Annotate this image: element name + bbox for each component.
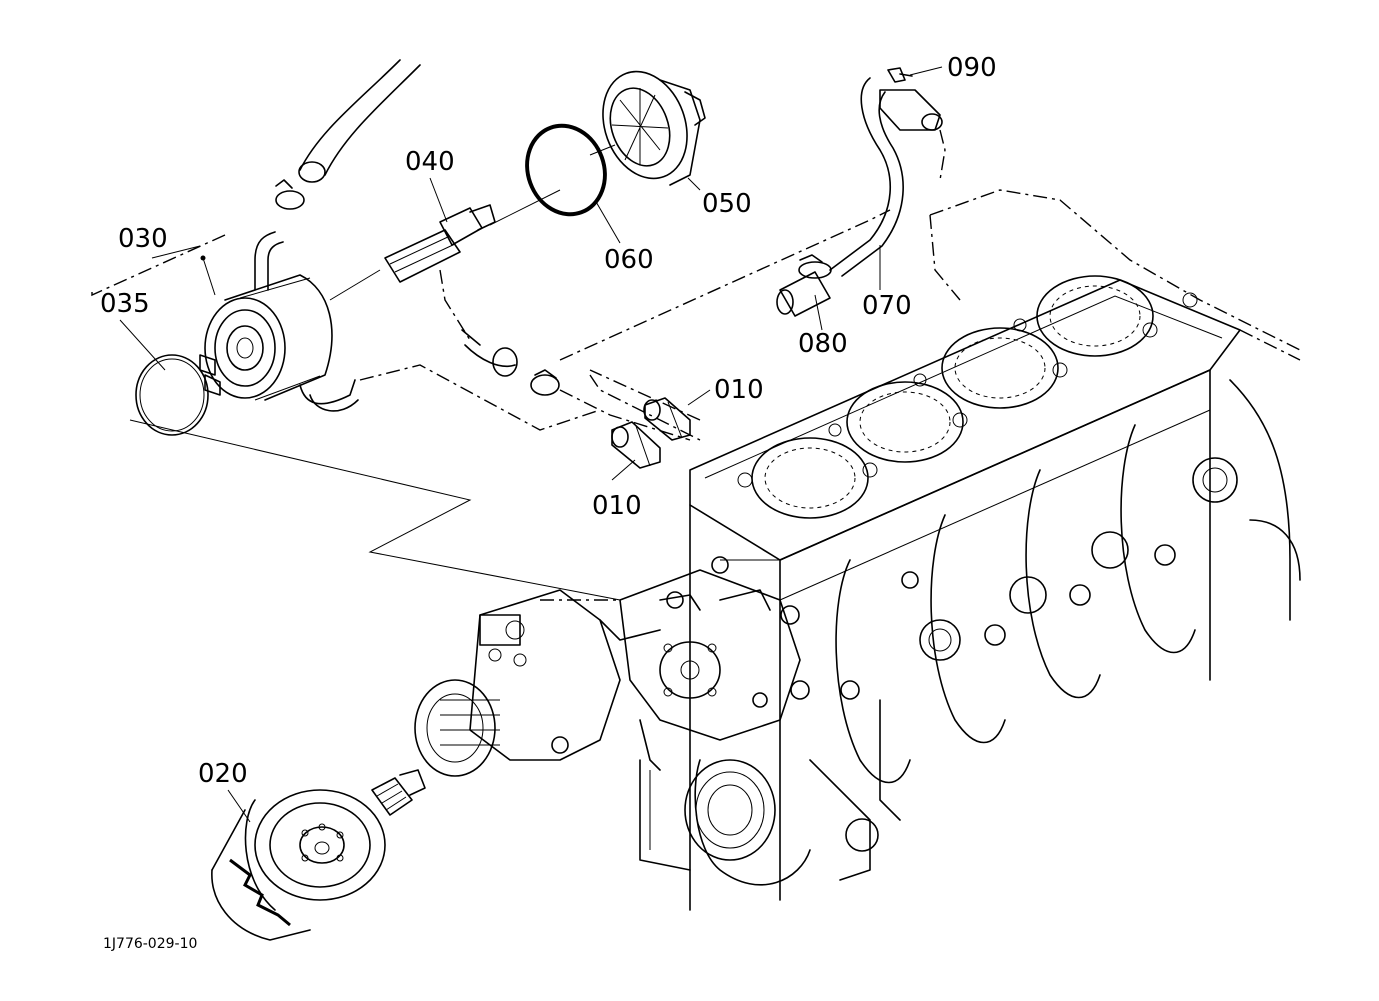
callout-010-lower: 010 [592, 491, 642, 521]
callout-labels: 010 010 020 030 035 040 050 060 070 080 … [100, 53, 997, 789]
leader-lines [119, 66, 943, 823]
callout-060: 060 [604, 245, 654, 275]
diagram-code: 1J776-029-10 [103, 936, 197, 952]
callout-050: 050 [702, 189, 752, 219]
callout-010-upper: 010 [714, 375, 764, 405]
assembly-lines [91, 129, 946, 601]
callout-090: 090 [947, 53, 997, 83]
o-ring-035[interactable] [135, 354, 209, 436]
pipe-070[interactable] [829, 77, 943, 277]
clamp-090[interactable] [887, 67, 913, 83]
oil-cooler-cover-050[interactable] [589, 60, 706, 191]
filter-nipple [371, 769, 426, 816]
callout-070: 070 [862, 291, 912, 321]
oil-hose-middle [461, 329, 518, 377]
callout-035: 035 [100, 289, 150, 319]
oil-filter-020[interactable] [211, 789, 386, 941]
callout-030: 030 [118, 224, 168, 254]
callout-080: 080 [798, 329, 848, 359]
engine-block [414, 189, 1301, 911]
hose-080[interactable] [776, 254, 832, 317]
union-bolt-040[interactable] [384, 204, 496, 283]
oil-cooler-030[interactable] [199, 231, 359, 412]
callout-020: 020 [198, 759, 248, 789]
oil-hose-upper [275, 59, 421, 210]
callout-040: 040 [405, 147, 455, 177]
o-ring-060[interactable] [515, 115, 617, 226]
hose-clamp [530, 369, 560, 396]
fitting-010-lower[interactable] [611, 421, 661, 469]
fitting-010-upper[interactable] [643, 397, 691, 441]
